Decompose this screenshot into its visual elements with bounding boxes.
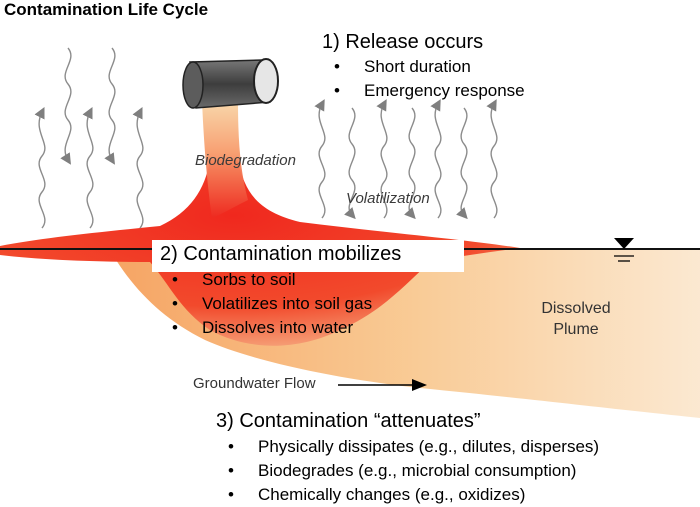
vapor-arrows-right [314,99,498,220]
step1-bullet: •Short duration [334,57,471,76]
biodegradation-label: Biodegradation [195,152,296,169]
step2-heading: 2) Contamination mobilizes [160,243,402,265]
dissolved-plume-label-line: Plume [553,321,599,338]
volatilization-label: Volatilization [346,190,430,207]
vapor-arrows-left [34,47,144,229]
groundwater-flow-label: Groundwater Flow [193,375,316,392]
step3-bullet: •Physically dissipates (e.g., dilutes, d… [228,437,600,456]
step3-bullet-text: Chemically changes (e.g., oxidizes) [258,485,526,504]
step2-bullet: •Volatilizes into soil gas [172,294,373,313]
dissolved-plume-label: Dissolved Plume [526,298,626,340]
step3-bullet-text: Physically dissipates (e.g., dilutes, di… [258,437,600,456]
water-table-icon [614,238,634,262]
step2-bullet-text: Volatilizes into soil gas [202,294,373,313]
step3-bullet: •Chemically changes (e.g., oxidizes) [228,485,526,504]
step1-heading: 1) Release occurs [322,31,484,53]
step1-bullet-text: Emergency response [364,81,525,100]
step2-bullet-text: Sorbs to soil [202,270,296,289]
step1-bullet: •Emergency response [334,81,525,100]
step2-heading-box [152,240,464,272]
step2-bullet: •Sorbs to soil [172,270,296,289]
step2-bullet: •Dissolves into water [172,318,354,337]
dissolved-plume-label-line: Dissolved [541,300,611,317]
diagram-title: Contamination Life Cycle [4,0,209,19]
step3-heading: 3) Contamination “attenuates” [216,410,481,432]
step3-bullet-text: Biodegrades (e.g., microbial consumption… [258,461,577,480]
step2-bullet-text: Dissolves into water [202,318,354,337]
release-stream [202,100,248,218]
step3-bullet: •Biodegrades (e.g., microbial consumptio… [228,461,577,480]
step1-bullet-text: Short duration [364,57,471,76]
barrel-icon [182,58,279,109]
